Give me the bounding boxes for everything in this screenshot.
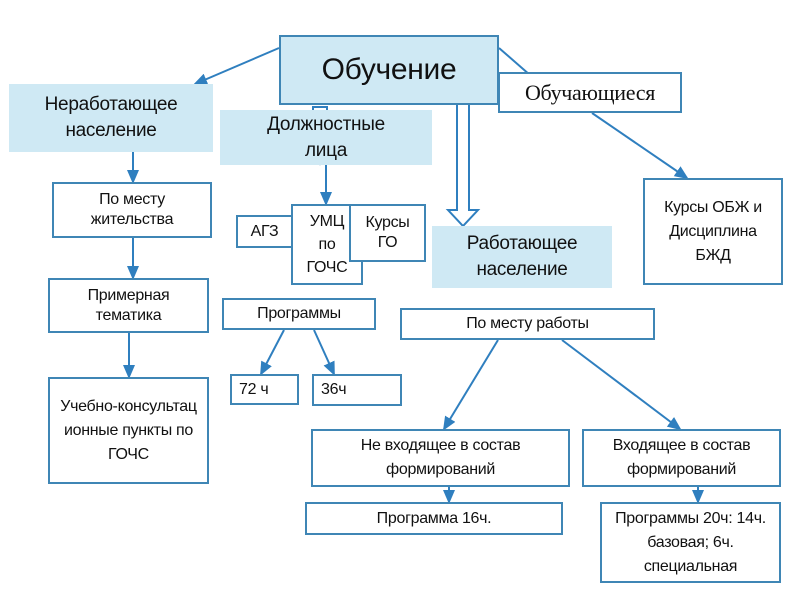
arrow-programs-72: [260, 329, 285, 376]
node-program-20: Программы 20ч: 14ч. базовая; 6ч. специал…: [600, 502, 781, 583]
node-36h: 36ч: [312, 374, 402, 406]
node-program-16: Программа 16ч.: [305, 502, 563, 535]
node-nonworking: Неработающее население: [9, 84, 213, 152]
node-working: Работающее население: [432, 226, 612, 288]
node-officials: Должностные лица: [220, 110, 432, 165]
arrow-root-nonworking: [193, 47, 280, 85]
node-obzh: Курсы ОБЖ и Дисциплина БЖД: [643, 178, 783, 285]
node-courses-go: Курсы ГО: [349, 204, 426, 262]
node-in-formations: Входящее в состав формирований: [582, 429, 781, 487]
arrow-students-obzh: [591, 112, 689, 180]
root-node: Обучение: [279, 35, 499, 105]
node-students: Обучающиеся: [498, 72, 682, 113]
node-consult-points: Учебно-консультационные пункты по ГОЧС: [48, 377, 209, 484]
node-topics: Примерная тематика: [48, 278, 209, 333]
node-by-residence: По месту жительства: [52, 182, 212, 238]
node-not-in-formations: Не входящее в состав формирований: [311, 429, 570, 487]
arrow-work-notin: [442, 339, 499, 431]
node-72h: 72 ч: [230, 374, 299, 405]
node-programs: Программы: [222, 298, 376, 330]
arrow-work-in: [561, 339, 682, 431]
node-agz: АГЗ: [236, 215, 293, 248]
node-by-work: По месту работы: [400, 308, 655, 340]
arrow-programs-36: [313, 329, 335, 376]
